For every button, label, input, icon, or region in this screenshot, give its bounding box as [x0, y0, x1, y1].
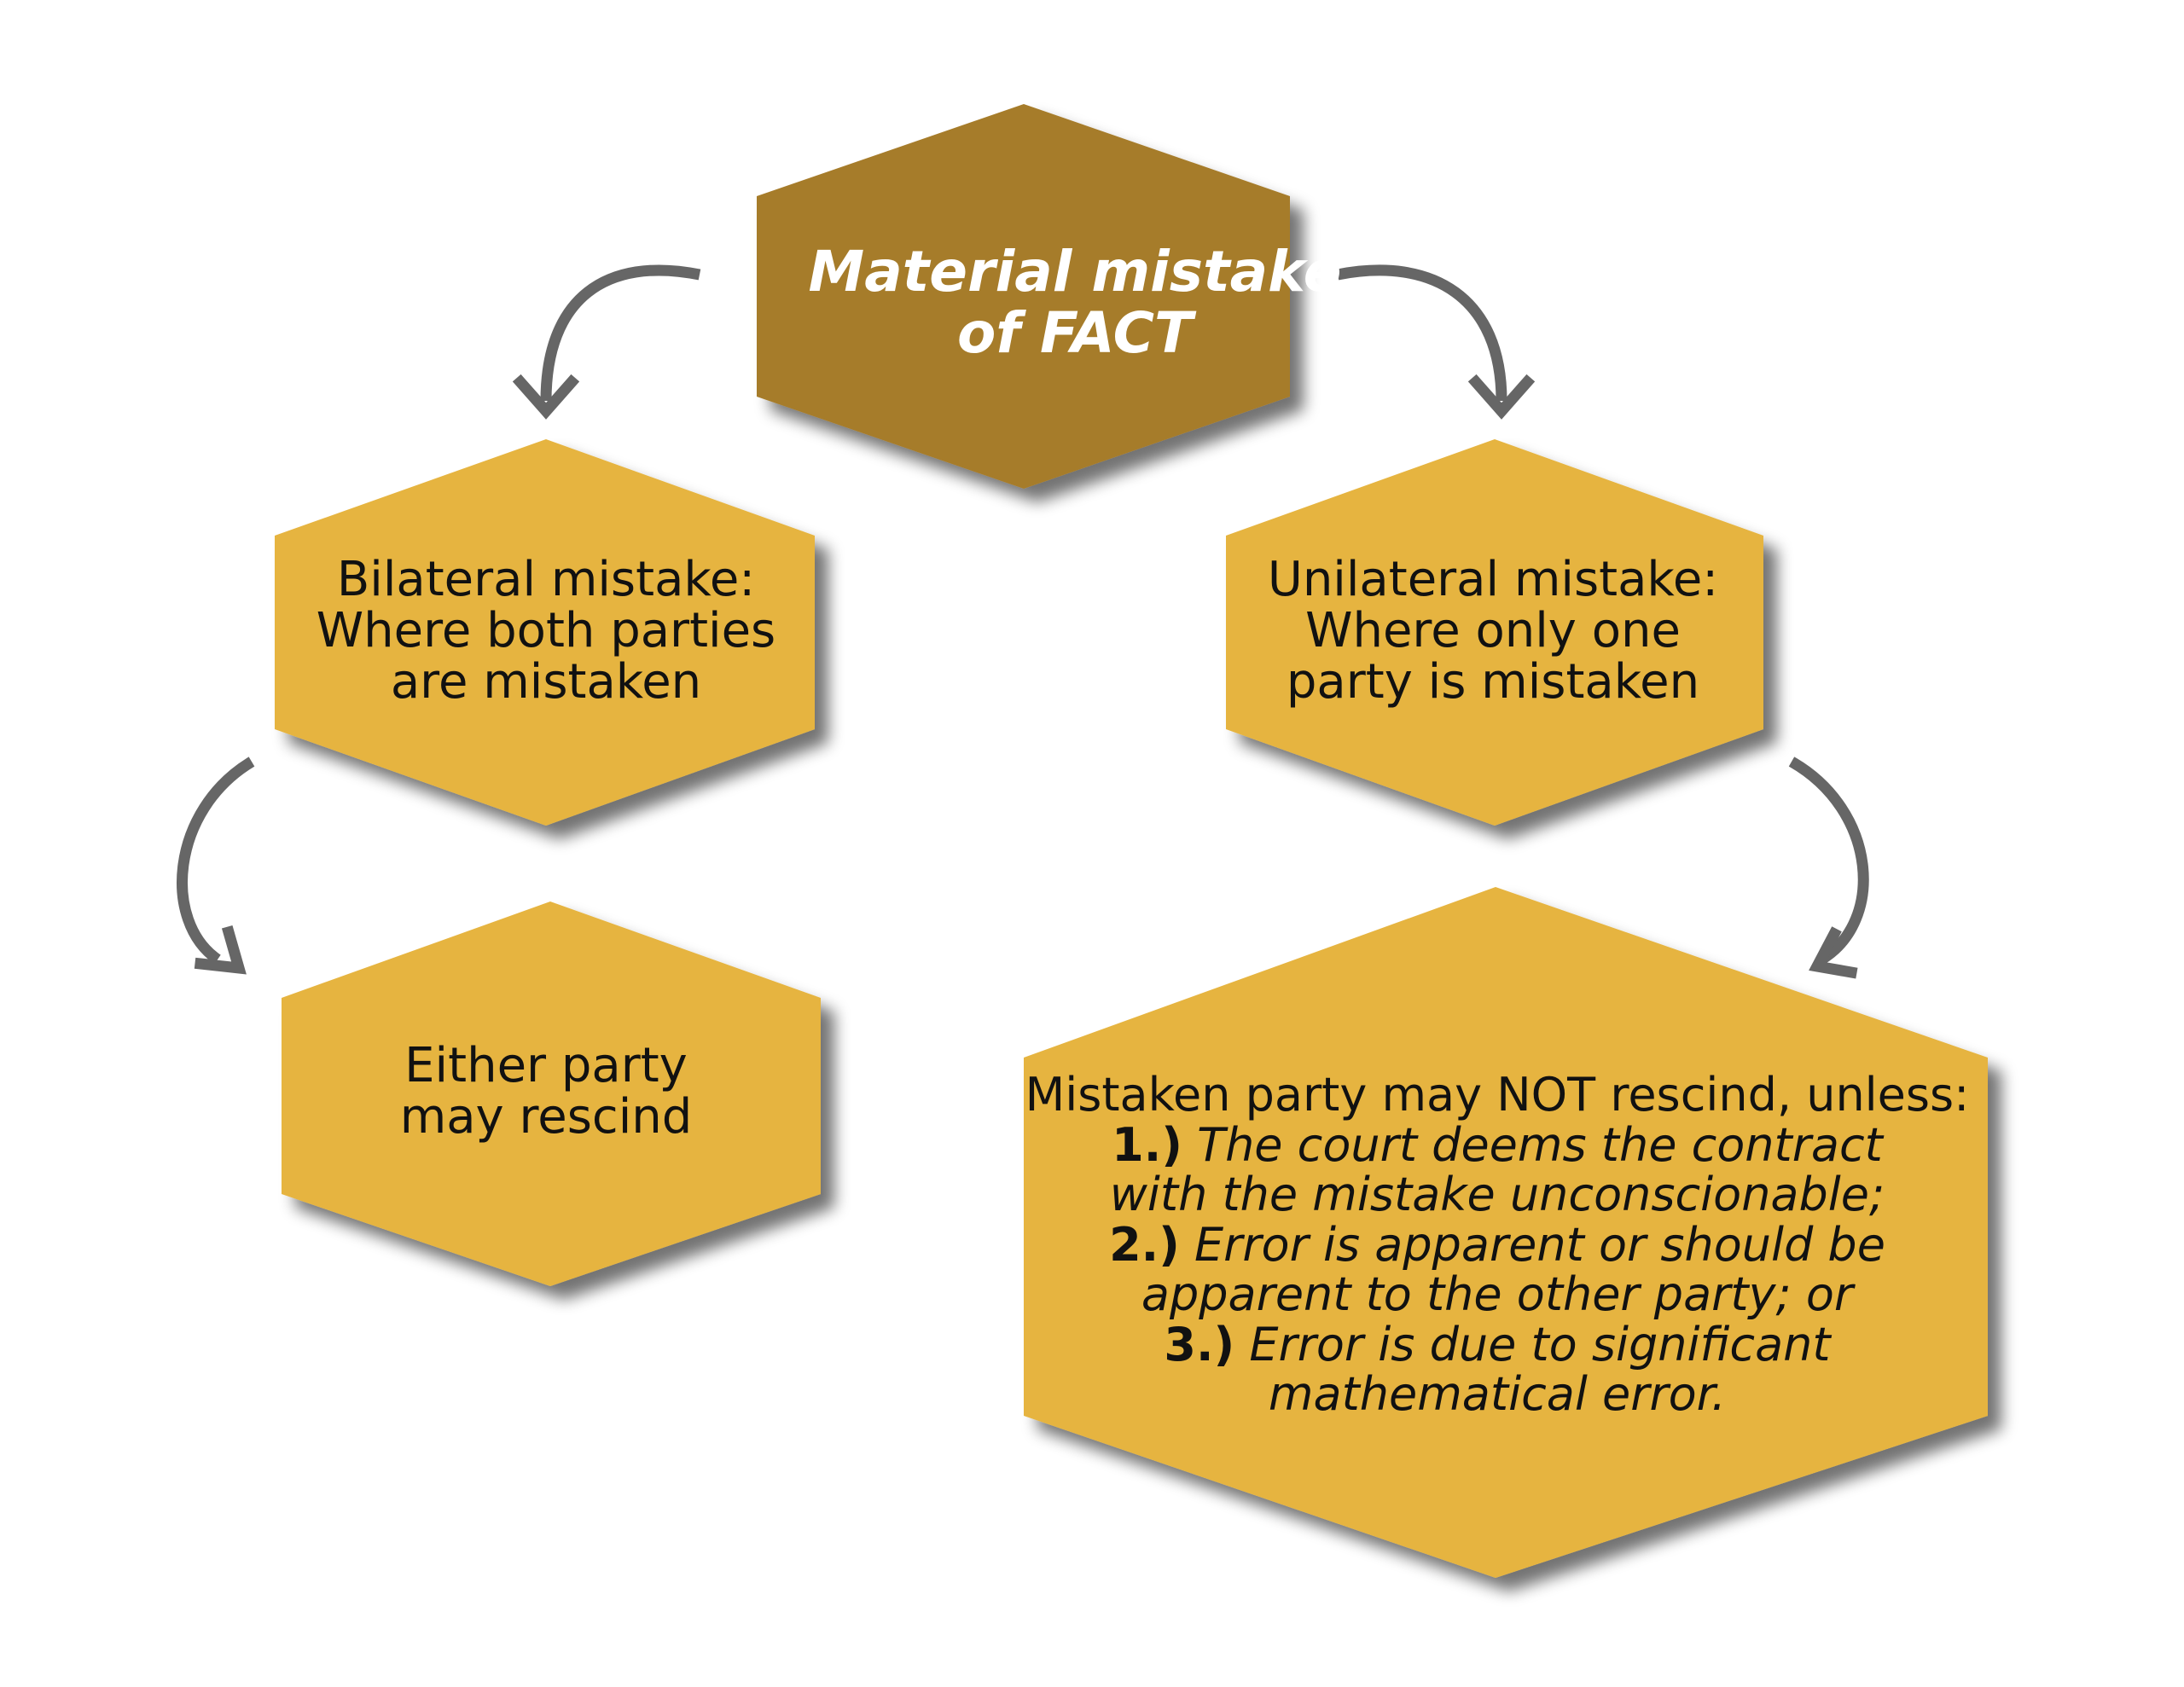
unilateral-node-shape: [1226, 439, 1763, 826]
item-text: The court deems the contract: [1197, 1117, 1883, 1172]
bilateral-node-shape: [275, 439, 815, 826]
unilateral-node-line: party is mistaken: [1286, 654, 1700, 710]
arrow-bilateral-to-outcome: [177, 757, 255, 965]
arrow-head-root-to-bilateral: [512, 374, 580, 420]
bilateral-node-line: are mistaken: [390, 654, 702, 710]
bilateral-outcome-node-text: Either party may rescind: [282, 1023, 810, 1160]
arrow-head-root-to-unilateral: [1467, 374, 1536, 420]
unilateral-outcome-item-line: 1.) The court deems the contract: [1112, 1117, 1883, 1172]
root-node-text: Material mistake of FACT: [751, 222, 1399, 384]
bilateral-outcome-node-shape: [282, 901, 821, 1286]
root-node-line: Material mistake: [808, 239, 1342, 304]
unilateral-node-line: Where only one: [1305, 603, 1681, 658]
root-node-shape: [757, 104, 1290, 489]
arrow-root-to-bilateral: [540, 264, 701, 402]
item-number: 3.): [1164, 1317, 1235, 1371]
bilateral-outcome-line: Either party: [404, 1038, 688, 1093]
unilateral-outcome-heading: Mistaken party may NOT rescind, unless:: [1025, 1068, 1970, 1122]
arrow-head-unilateral-to-outcome: [1809, 926, 1858, 979]
arrow-unilateral-to-outcome: [1788, 757, 1869, 965]
arrow-head-bilateral-to-outcome: [194, 925, 247, 975]
item-number: 2.): [1109, 1217, 1180, 1272]
unilateral-outcome-item-line: 3.) Error is due to significant: [1164, 1317, 1831, 1371]
bilateral-node-text: Bilateral mistake: Where both parties ar…: [282, 546, 810, 716]
item-text: Error is due to significant: [1249, 1317, 1831, 1371]
arrows: [177, 264, 1869, 979]
arrow-root-to-unilateral: [1336, 264, 1507, 402]
item-number: 1.): [1112, 1117, 1182, 1172]
unilateral-outcome-item-line: with the mistake unconscionable;: [1109, 1168, 1885, 1222]
root-node-line: of FACT: [956, 300, 1194, 366]
unilateral-outcome-item-line: mathematical error.: [1268, 1367, 1727, 1422]
unilateral-outcome-node-shape: [1024, 887, 1988, 1578]
bilateral-node-line: Where both parties: [316, 603, 776, 658]
unilateral-node-text: Unilateral mistake: Where only one party…: [1228, 546, 1757, 716]
bilateral-outcome-line: may rescind: [399, 1089, 693, 1145]
unilateral-outcome-node-text: Mistaken party may NOT rescind, unless: …: [1025, 1058, 1970, 1433]
bilateral-node-line: Bilateral mistake:: [336, 552, 756, 607]
unilateral-node-line: Unilateral mistake:: [1267, 552, 1719, 607]
unilateral-outcome-item-line: apparent to the other party; or: [1141, 1267, 1854, 1322]
unilateral-outcome-item-line: 2.) Error is apparent or should be: [1109, 1220, 1885, 1271]
item-text: Error is apparent or should be: [1194, 1217, 1885, 1272]
